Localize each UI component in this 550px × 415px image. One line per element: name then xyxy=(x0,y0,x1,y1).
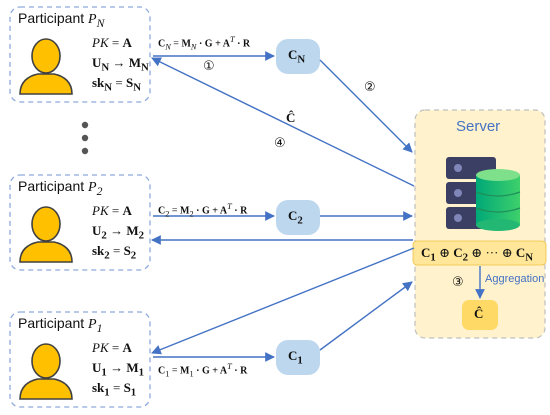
step-1-label: ① xyxy=(203,58,215,73)
secret-key-line: skN = SN xyxy=(92,75,142,94)
step-2-label: ② xyxy=(364,79,376,94)
participant-n-title: Participant PN xyxy=(18,10,105,30)
aggregated-result-box xyxy=(462,300,498,330)
chat-arrow-label: Ĉ xyxy=(286,110,296,125)
arrow-server-to-p1 xyxy=(151,247,415,355)
pk-line: PK = A xyxy=(92,340,132,355)
person-icon xyxy=(19,38,73,95)
cipher-n-box xyxy=(276,39,320,74)
cipher-2-box xyxy=(276,200,320,235)
encryption-equation-n: CN = MN · G + AT · R xyxy=(158,35,251,52)
pk-line: PK = A xyxy=(92,203,132,218)
step-3-label: ③ xyxy=(452,274,464,289)
encryption-equation-2: C2 = M2 · G + AT · R xyxy=(158,202,248,219)
cipher-2-label: C2 xyxy=(288,208,303,227)
arrow-cn-to-server xyxy=(319,59,413,153)
aggregate-sum-bar xyxy=(412,240,547,266)
arrow-server-to-pn xyxy=(151,57,415,187)
secret-key-line: sk2 = S2 xyxy=(92,243,137,262)
update-line: UN → MN xyxy=(92,55,149,74)
server-title: Server xyxy=(456,118,501,135)
person-icon xyxy=(19,206,73,263)
cipher-1-box xyxy=(276,340,320,375)
ellipsis-dot xyxy=(81,121,89,129)
update-line: U1 → M1 xyxy=(92,360,145,379)
ellipsis-dot xyxy=(81,134,89,142)
update-line: U2 → M2 xyxy=(92,223,145,242)
encryption-equation-1: C1 = M1 · G + AT · R xyxy=(158,362,248,379)
aggregated-result-label: Ĉ xyxy=(474,306,484,321)
participant-1-title: Participant P1 xyxy=(18,315,103,335)
aggregate-sum-label: C1 ⊕ C2 ⊕ ··· ⊕ CN xyxy=(421,245,534,264)
step-4-label: ④ xyxy=(274,135,286,150)
aggregation-label: Aggregation xyxy=(485,273,545,285)
participant-2-title: Participant P2 xyxy=(18,178,103,198)
cipher-1-label: C1 xyxy=(288,348,303,367)
arrow-c1-to-server xyxy=(319,281,413,351)
cipher-n-label: CN xyxy=(288,47,306,66)
secret-key-line: sk1 = S1 xyxy=(92,380,137,399)
server-database-icon xyxy=(446,157,521,231)
ellipsis-dot xyxy=(81,147,89,155)
pk-line: PK = A xyxy=(92,35,132,50)
person-icon xyxy=(19,343,73,400)
